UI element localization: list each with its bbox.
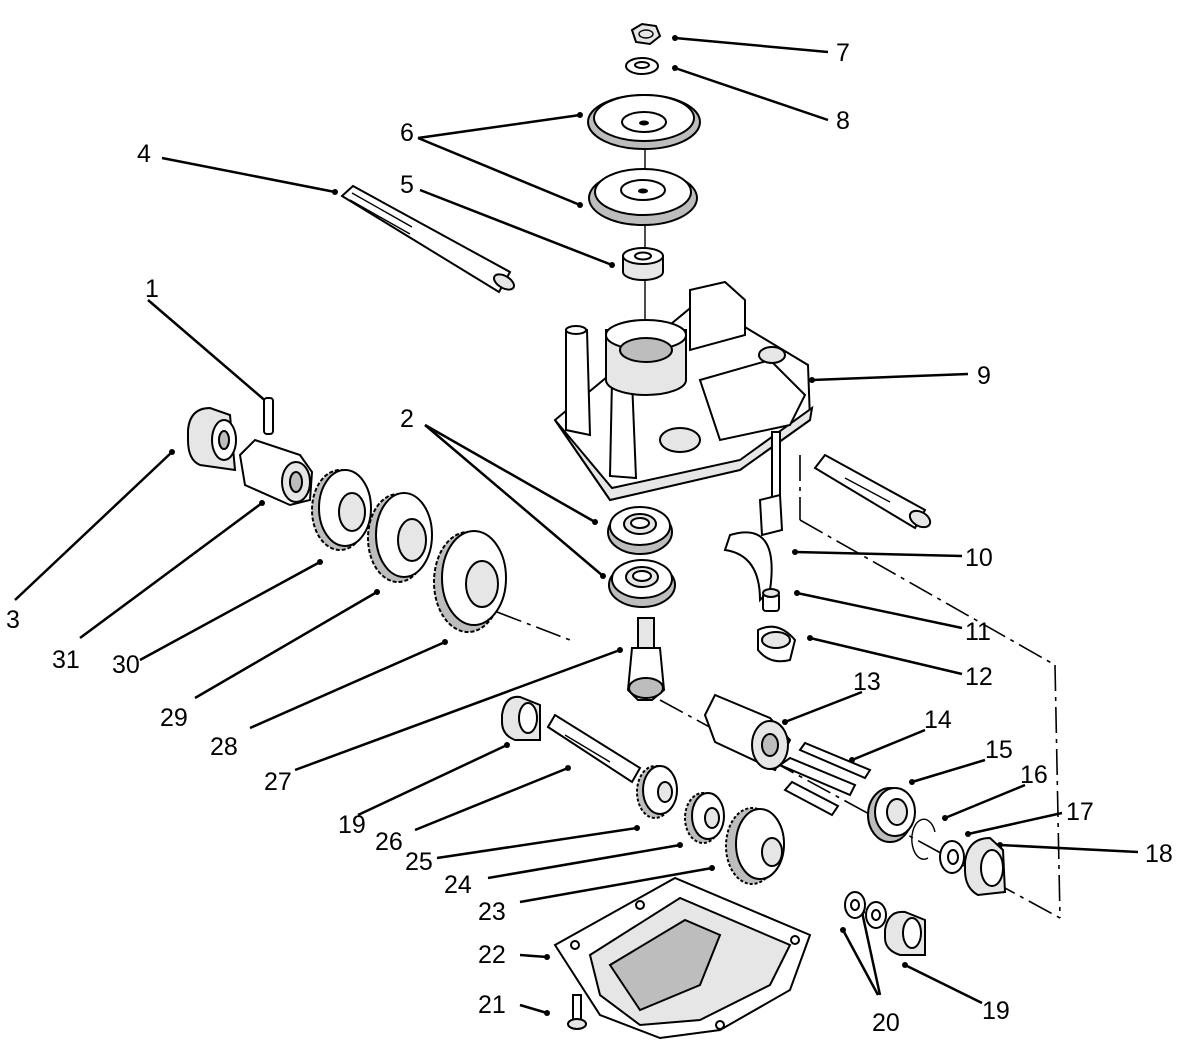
- part-6-pulley-bottom: [588, 168, 698, 226]
- callout-15: 15: [985, 736, 1013, 764]
- part-13-splined-sleeve: [703, 693, 792, 772]
- callout-3: 3: [6, 606, 20, 634]
- part-5-hub: [622, 247, 664, 281]
- callout-26: 26: [375, 828, 403, 856]
- callout-30: 30: [112, 651, 140, 679]
- part-27-pinion: [626, 617, 666, 701]
- part-9-housing: [553, 280, 814, 502]
- part-22-cover: [553, 876, 812, 1040]
- leader-dots: [169, 35, 1003, 1016]
- callout-17: 17: [1066, 798, 1094, 826]
- callout-10: 10: [965, 544, 993, 572]
- callout-12: 12: [965, 663, 993, 691]
- callout-27: 27: [264, 768, 292, 796]
- part-19-bushing-right: [884, 910, 926, 956]
- part-2-bearing-lower: [608, 559, 676, 608]
- part-8-washer: [625, 57, 659, 75]
- callout-23: 23: [478, 898, 506, 926]
- callout-14: 14: [924, 706, 952, 734]
- part-26-shaft: [546, 713, 642, 784]
- part-1-key: [263, 397, 274, 435]
- callout-29: 29: [160, 704, 188, 732]
- callout-4: 4: [137, 140, 151, 168]
- part-4-input-shaft: [340, 184, 515, 294]
- callout-19-left: 19: [338, 811, 366, 839]
- part-11-pin: [762, 588, 780, 612]
- part-18-bushing: [964, 836, 1007, 897]
- callout-1: 1: [145, 275, 159, 303]
- part-16-snap-ring: [911, 818, 936, 860]
- part-20-washers: [844, 891, 887, 929]
- part-23-bevel-gear: [725, 807, 785, 885]
- callout-7: 7: [836, 39, 850, 67]
- part-12-shoe: [757, 625, 797, 663]
- callout-16: 16: [1020, 761, 1048, 789]
- callout-19-right: 19: [982, 997, 1010, 1025]
- part-28-gear: [433, 530, 507, 633]
- callout-9: 9: [977, 362, 991, 390]
- part-24-gear: [684, 792, 725, 844]
- callout-21: 21: [478, 991, 506, 1019]
- callout-5: 5: [400, 171, 414, 199]
- callout-13: 13: [853, 668, 881, 696]
- part-30-gear: [311, 469, 372, 551]
- leader-lines: [14, 36, 1139, 1015]
- part-6-pulley-top: [587, 94, 701, 150]
- part-31-collar: [238, 438, 314, 507]
- callout-28: 28: [210, 733, 238, 761]
- callout-8: 8: [836, 107, 850, 135]
- part-output-shaft-right: [813, 453, 932, 530]
- callout-18: 18: [1145, 840, 1173, 868]
- part-10-shift-fork: [723, 431, 784, 603]
- callout-24: 24: [444, 871, 472, 899]
- part-21-bolt: [567, 994, 587, 1030]
- callout-31: 31: [52, 646, 80, 674]
- part-15-seal: [867, 787, 916, 843]
- part-29-gear: [367, 492, 433, 583]
- callout-labels: 1 2 3 4 5 6 7 8 9 10 11 12 13 14 15 16 1…: [6, 39, 1173, 1037]
- callout-22: 22: [478, 941, 506, 969]
- part-17-washer: [939, 840, 965, 874]
- part-19-bushing-left: [501, 695, 541, 741]
- part-2-bearing-upper: [607, 506, 673, 555]
- callout-2: 2: [400, 405, 414, 433]
- callout-25: 25: [405, 848, 433, 876]
- part-7-nut: [630, 22, 662, 46]
- callout-20: 20: [872, 1009, 900, 1037]
- callout-11: 11: [965, 618, 991, 646]
- part-3-bushing: [187, 406, 237, 472]
- part-14-shift-key: [777, 741, 872, 817]
- callout-6: 6: [400, 119, 414, 147]
- part-25-gear: [636, 765, 678, 819]
